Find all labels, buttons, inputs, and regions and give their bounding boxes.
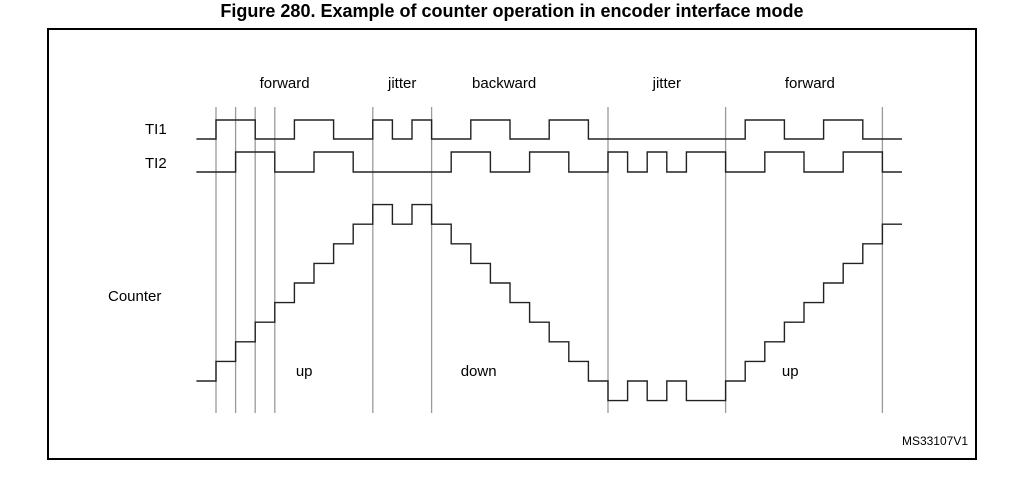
phase-label: forward <box>260 75 310 92</box>
phase-label: jitter <box>652 75 681 92</box>
phase-label: jitter <box>387 75 416 92</box>
waveform-ti2 <box>196 151 902 173</box>
direction-label: up <box>296 363 313 380</box>
waveform-counter <box>196 203 902 402</box>
phase-label: backward <box>472 75 536 92</box>
signal-label-ti2: TI2 <box>145 155 167 172</box>
waveform-ti1 <box>196 119 902 140</box>
signal-label-ti1: TI1 <box>145 121 167 138</box>
direction-label: down <box>461 363 497 380</box>
phase-label: forward <box>785 75 835 92</box>
labels: forward jitter backward jitter forward up down… <box>260 75 835 380</box>
reference-code: MS33107V1 <box>902 434 968 448</box>
waveforms <box>196 119 902 402</box>
signal-label-counter: Counter <box>108 288 161 305</box>
figure-frame <box>47 28 977 460</box>
direction-label: up <box>782 363 799 380</box>
figure-title: Figure 280. Example of counter operation… <box>220 1 804 21</box>
